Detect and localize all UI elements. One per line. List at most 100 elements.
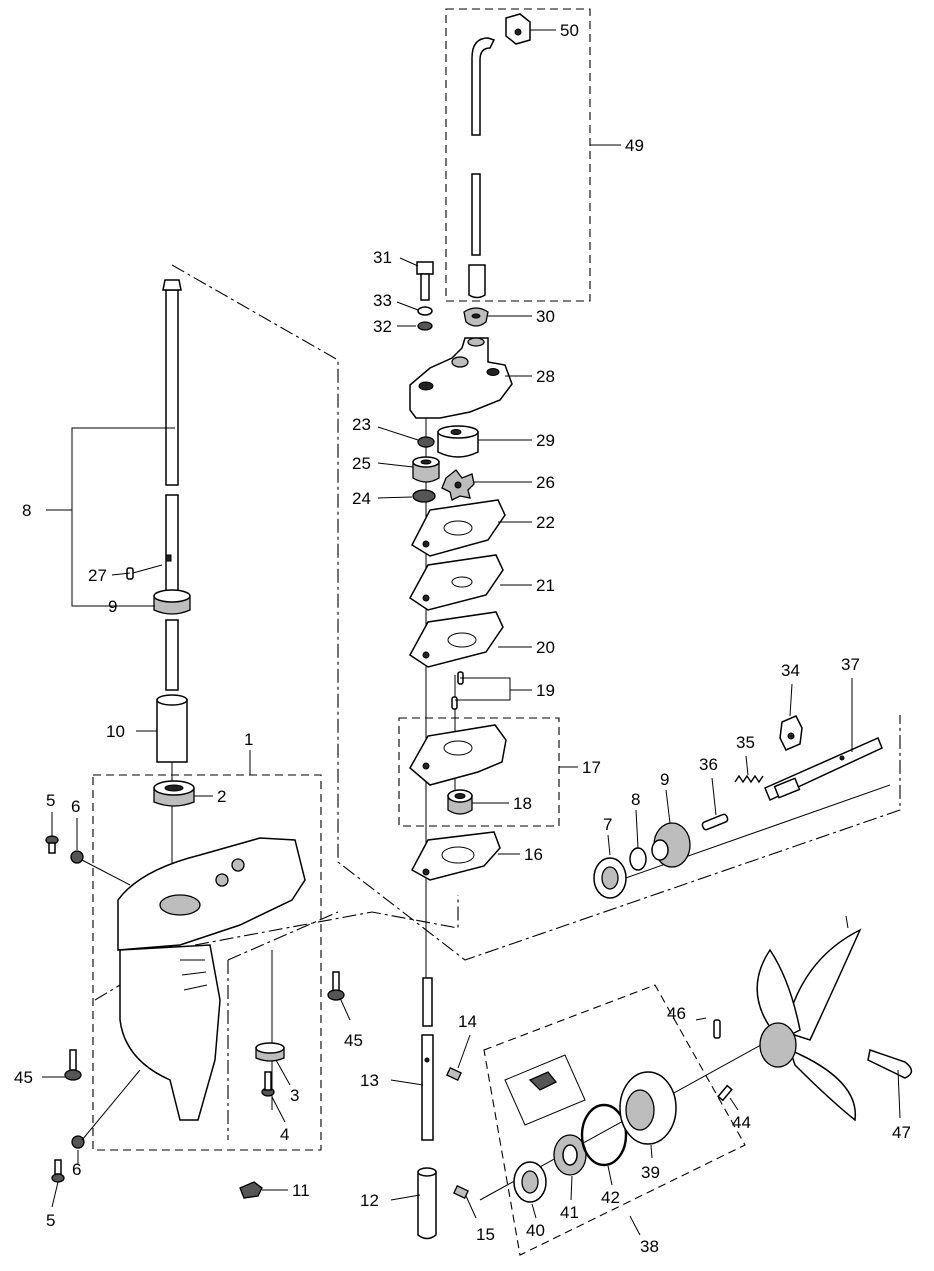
pump-base-18 bbox=[409, 724, 507, 786]
label-46: 46 bbox=[667, 1004, 686, 1023]
screw-4 bbox=[261, 1071, 275, 1097]
gearcase-housing-1 bbox=[117, 837, 306, 1121]
plate-22 bbox=[409, 554, 504, 611]
pump-housing-29 bbox=[409, 337, 513, 419]
shift-shaft-upper bbox=[422, 977, 433, 1027]
forward-gear-9 bbox=[651, 822, 691, 868]
label-30: 29 bbox=[536, 431, 555, 450]
label-4: 4 bbox=[280, 1125, 289, 1144]
group-box-39 bbox=[483, 984, 746, 1256]
label-19: 18 bbox=[513, 794, 532, 813]
washer-6-upper bbox=[70, 850, 84, 864]
label-15: 13 bbox=[360, 1071, 379, 1090]
bearing-11 bbox=[153, 589, 191, 615]
label-31: 30 bbox=[536, 307, 555, 326]
label-48: 49 bbox=[625, 136, 644, 155]
label-7: 7 bbox=[603, 815, 612, 834]
label-39: 38 bbox=[640, 1237, 659, 1256]
shift-rod-15 bbox=[421, 1034, 434, 1141]
label-17: 16 bbox=[524, 845, 543, 864]
leader-lines bbox=[42, 29, 901, 1236]
bearing-2 bbox=[153, 780, 195, 807]
label-21: 20 bbox=[536, 638, 555, 657]
label-45-left: 45 bbox=[14, 1068, 33, 1087]
washer-34 bbox=[417, 306, 433, 316]
label-33: 32 bbox=[373, 317, 392, 336]
propeller-shaft-38 bbox=[764, 736, 883, 802]
grommet-3 bbox=[255, 1042, 285, 1062]
rod-connector-49 bbox=[505, 13, 531, 45]
label-9: 9 bbox=[660, 770, 669, 789]
pin-46 bbox=[713, 1019, 721, 1039]
label-18: 17 bbox=[582, 758, 601, 777]
pin-16-upper bbox=[446, 1066, 462, 1082]
impeller-27 bbox=[441, 469, 475, 501]
driveshaft-axis-outline bbox=[171, 264, 901, 961]
label-40: 39 bbox=[641, 1163, 660, 1182]
label-11: 9 bbox=[108, 597, 117, 616]
clutch-35 bbox=[779, 715, 803, 751]
bearing-41 bbox=[513, 1161, 547, 1203]
spring-36 bbox=[734, 774, 764, 784]
sleeve-12 bbox=[156, 694, 188, 763]
bolt-5-lower bbox=[51, 1159, 65, 1183]
bolt-45-left bbox=[64, 1049, 82, 1081]
label-41: 40 bbox=[526, 1221, 545, 1240]
label-44: 44 bbox=[732, 1113, 751, 1132]
label-22: 21 bbox=[536, 576, 555, 595]
label-32: 31 bbox=[373, 248, 392, 267]
label-6-upper: 6 bbox=[71, 797, 80, 816]
o-ring-24 bbox=[417, 436, 435, 448]
label-29: 28 bbox=[536, 367, 555, 386]
label-24: 23 bbox=[352, 415, 371, 434]
label-1: 1 bbox=[244, 730, 253, 749]
detail-inset bbox=[504, 1054, 586, 1126]
label-12: 10 bbox=[106, 722, 125, 741]
label-35: 34 bbox=[781, 661, 800, 680]
grommet-31 bbox=[463, 307, 489, 327]
gasket-17 bbox=[410, 831, 501, 881]
nut-13 bbox=[239, 1181, 263, 1199]
insert-cartridge-30 bbox=[437, 425, 479, 458]
label-16-upper: 14 bbox=[458, 1012, 477, 1031]
label-47: 47 bbox=[892, 1123, 911, 1142]
washer-33 bbox=[417, 321, 433, 331]
label-3: 3 bbox=[290, 1086, 299, 1105]
label-6-lower: 6 bbox=[72, 1160, 81, 1179]
label-16-lower: 15 bbox=[476, 1225, 495, 1244]
driveshaft-10 bbox=[162, 279, 182, 691]
label-26: 25 bbox=[352, 454, 371, 473]
label-25: 24 bbox=[352, 489, 371, 508]
gasket-23 bbox=[411, 499, 506, 557]
washer-6-lower bbox=[71, 1135, 85, 1149]
label-36: 35 bbox=[736, 733, 755, 752]
label-28: 27 bbox=[88, 566, 107, 585]
group-box-18 bbox=[398, 717, 560, 827]
bolt-32 bbox=[416, 261, 434, 301]
pin-16-lower bbox=[453, 1184, 469, 1200]
bolt-44 bbox=[717, 1084, 733, 1102]
cap-40 bbox=[619, 1071, 677, 1145]
bearing-7 bbox=[593, 857, 627, 899]
label-14: 12 bbox=[360, 1191, 379, 1210]
propeller-50 bbox=[756, 928, 862, 1122]
label-37: 36 bbox=[699, 755, 718, 774]
label-part-8: 8 bbox=[631, 790, 640, 809]
label-38: 37 bbox=[841, 655, 860, 674]
label-10: 8 bbox=[22, 501, 31, 520]
seal-42 bbox=[553, 1134, 587, 1176]
o-ring-43 bbox=[580, 1103, 628, 1167]
shift-rod-48 bbox=[468, 37, 496, 299]
label-2: 2 bbox=[217, 787, 226, 806]
group-box-48 bbox=[445, 8, 591, 302]
cotter-pin-47 bbox=[867, 1049, 913, 1079]
shim-8 bbox=[629, 847, 647, 871]
bolt-5-upper bbox=[45, 835, 59, 854]
label-43: 42 bbox=[601, 1188, 620, 1207]
label-49: 50 bbox=[560, 21, 579, 40]
label-5-lower: 5 bbox=[46, 1211, 55, 1230]
seal-19 bbox=[447, 789, 473, 815]
gasket-21 bbox=[409, 611, 504, 668]
label-23: 22 bbox=[536, 513, 555, 532]
